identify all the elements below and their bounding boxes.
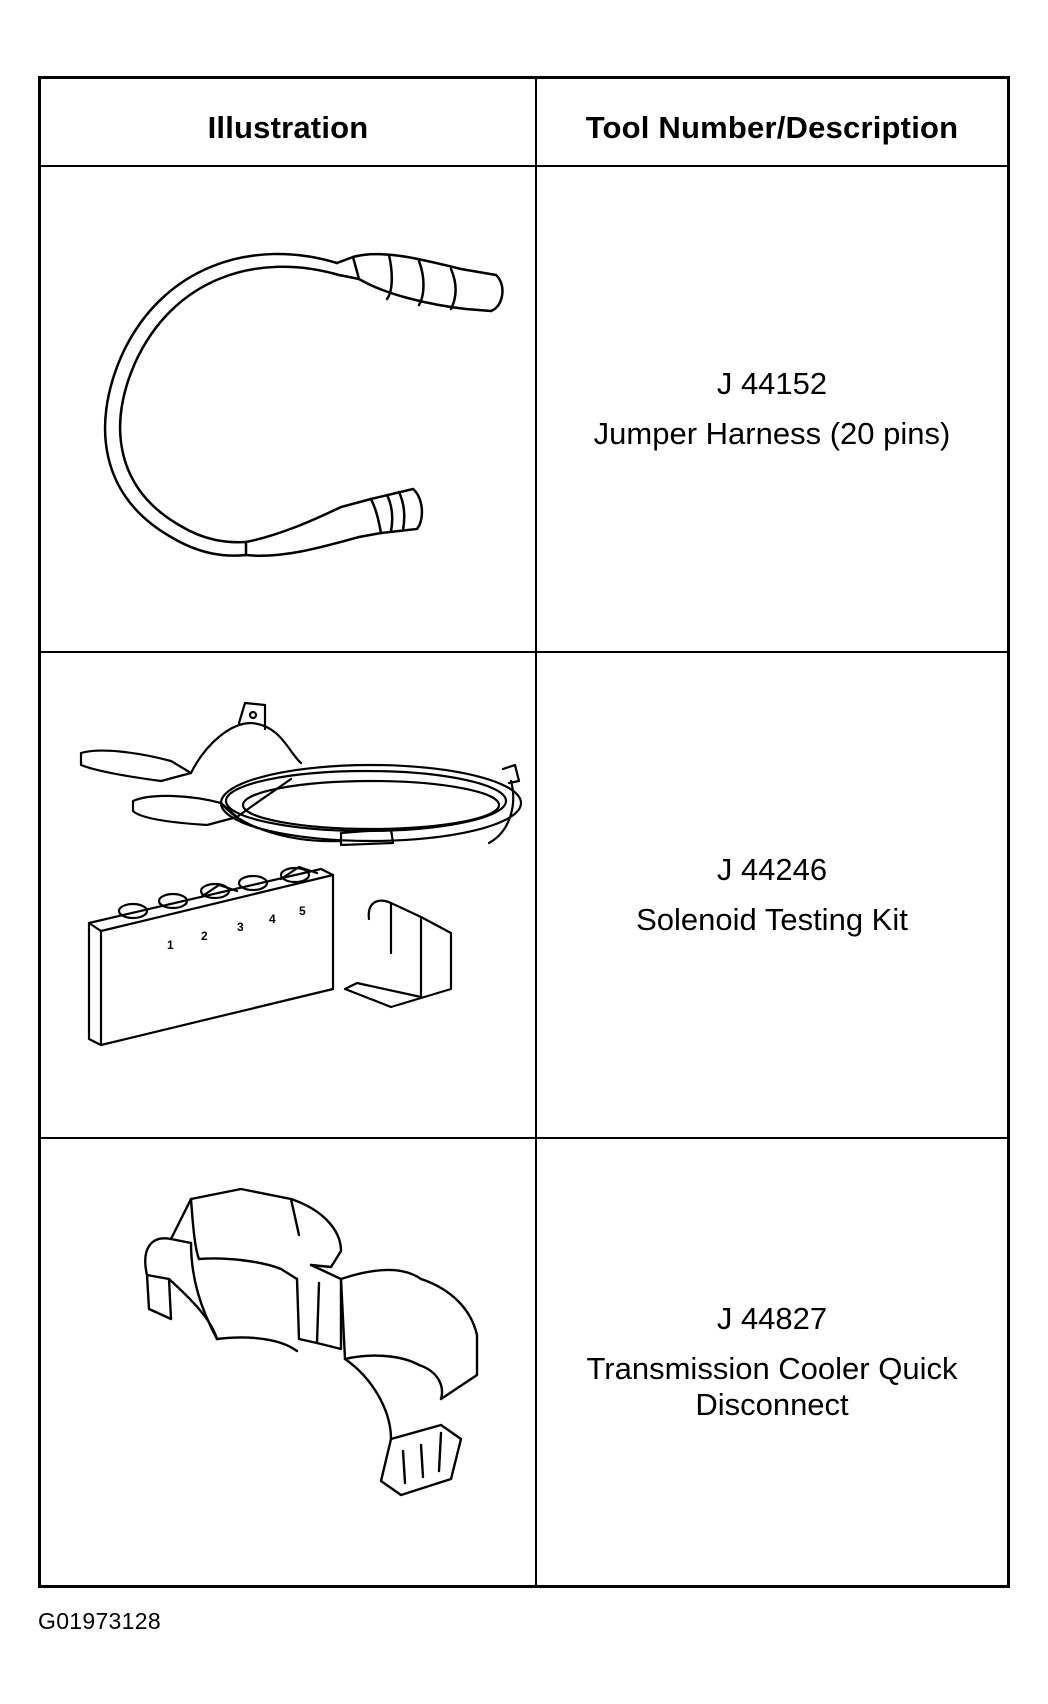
tool-description: Jumper Harness (20 pins) xyxy=(593,416,951,451)
tool-description-cell: J 44246 Solenoid Testing Kit xyxy=(537,653,1007,1137)
block-label-5: 5 xyxy=(299,904,306,918)
header-divider xyxy=(41,165,1007,167)
solenoid-testing-kit-illustration: 1 2 3 4 5 xyxy=(41,653,535,1137)
tool-number: J 44827 xyxy=(716,1301,828,1336)
column-divider xyxy=(535,79,537,1585)
table-row: 1 2 3 4 5 J 44246 Solenoid Testing Kit xyxy=(41,653,1007,1137)
table-row: J 44152 Jumper Harness (20 pins) xyxy=(41,167,1007,651)
tool-table: Illustration Tool Number/Description xyxy=(38,76,1010,1588)
table-row: J 44827 Transmission Cooler Quick Discon… xyxy=(41,1139,1007,1585)
block-label-4: 4 xyxy=(269,912,276,926)
tool-description: Solenoid Testing Kit xyxy=(636,902,908,937)
row-divider xyxy=(41,1137,1007,1139)
tool-description: Transmission Cooler Quick Disconnect xyxy=(586,1351,958,1422)
figure-id: G01973128 xyxy=(38,1608,161,1634)
tool-number: J 44152 xyxy=(716,366,828,401)
block-label-1: 1 xyxy=(167,938,174,952)
header-illustration: Illustration xyxy=(207,110,369,145)
block-label-3: 3 xyxy=(237,920,244,934)
header-tool-number: Tool Number/Description xyxy=(585,110,959,145)
row-divider xyxy=(41,651,1007,653)
block-label-2: 2 xyxy=(201,929,208,943)
tool-description-cell: J 44827 Transmission Cooler Quick Discon… xyxy=(537,1139,1007,1585)
cooler-quick-disconnect-illustration xyxy=(41,1139,535,1585)
jumper-harness-illustration xyxy=(41,167,535,651)
tool-number: J 44246 xyxy=(716,852,828,887)
tool-description-cell: J 44152 Jumper Harness (20 pins) xyxy=(537,167,1007,651)
